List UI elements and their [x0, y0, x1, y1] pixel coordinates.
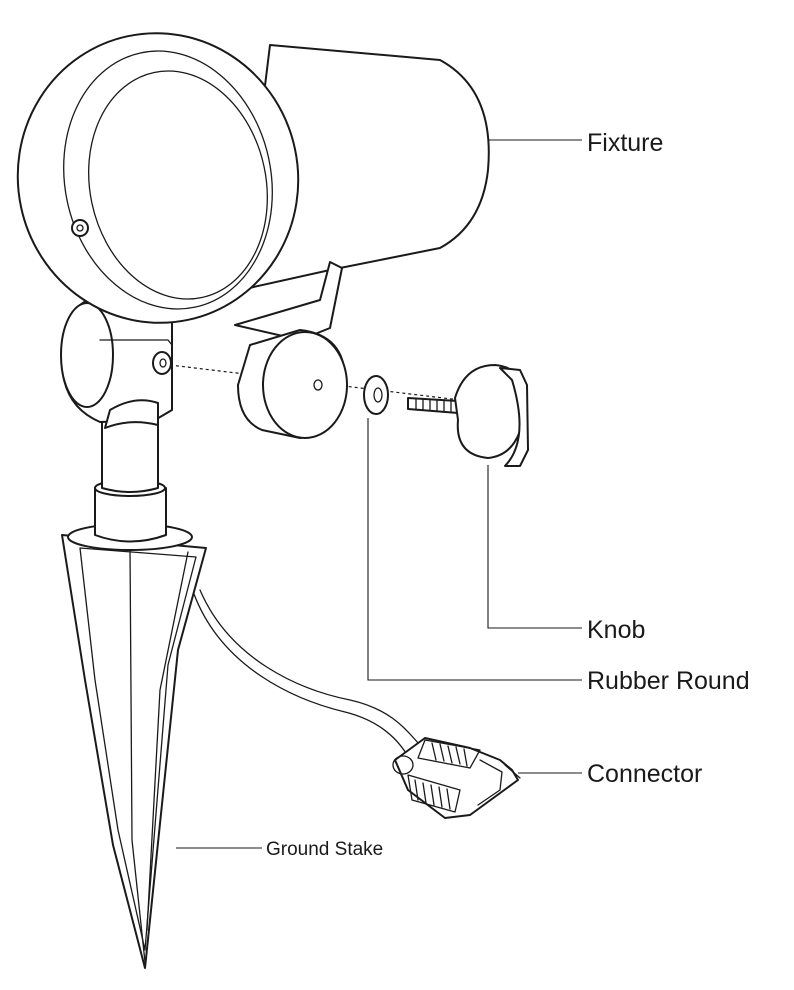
fixture-hub: [237, 329, 348, 439]
ground-stake: [61, 534, 207, 969]
fixture-label: Fixture: [587, 129, 664, 157]
fixture-body: [16, 32, 490, 341]
swivel-bracket: [60, 299, 173, 429]
ground-stake-label: Ground Stake: [266, 839, 384, 860]
connector: [392, 737, 521, 819]
connector-label: Connector: [587, 760, 703, 788]
stake-collar: [67, 417, 193, 551]
rubber-round-leader-line: [367, 418, 582, 681]
knob-label: Knob: [587, 616, 646, 644]
rubber-round-label: Rubber Round: [587, 667, 750, 695]
knob: [407, 364, 529, 467]
knob-leader-line: [487, 465, 582, 629]
wire: [193, 589, 421, 761]
rubber-round: [363, 375, 389, 415]
